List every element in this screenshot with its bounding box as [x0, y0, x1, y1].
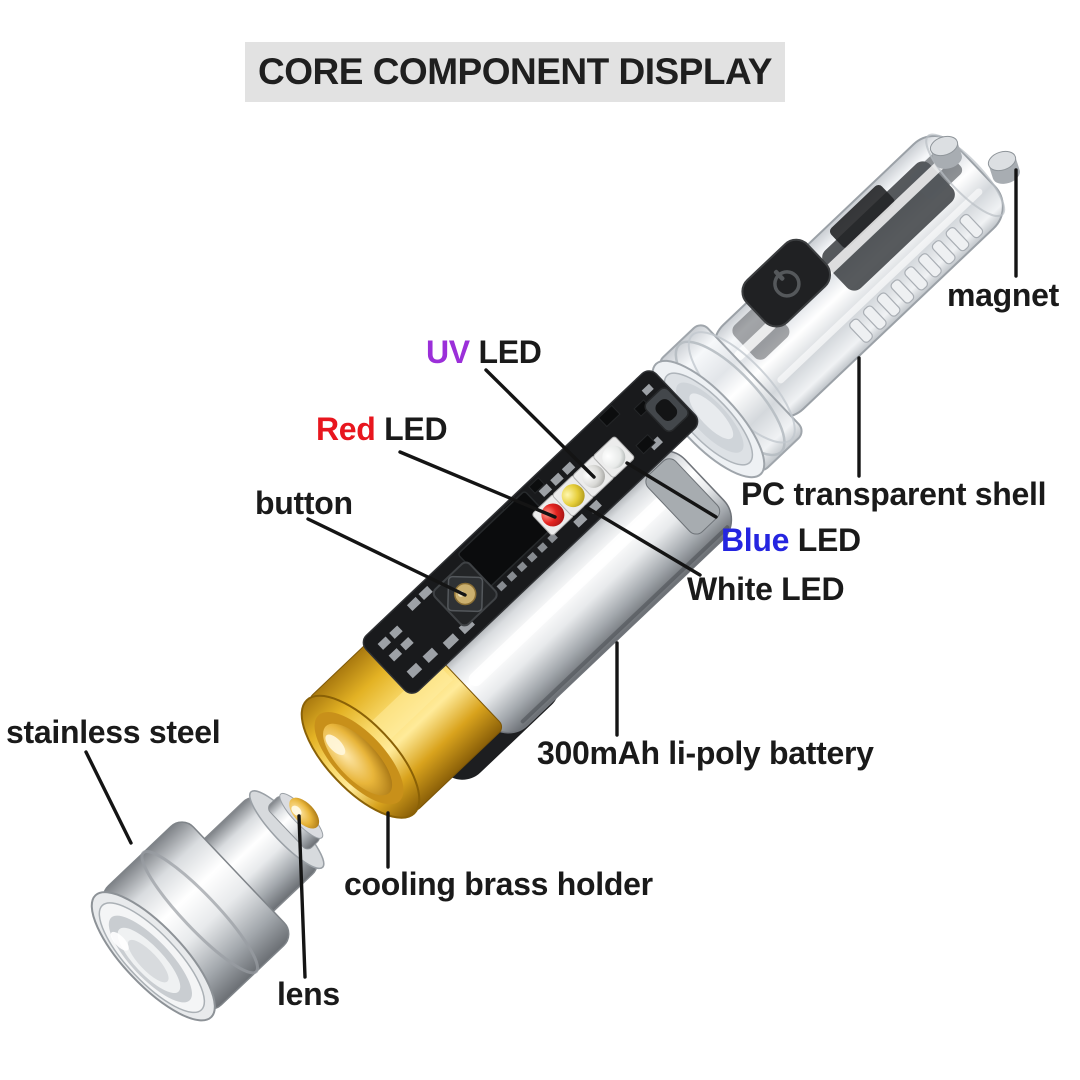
blue-led-rest: LED [789, 522, 861, 558]
red-led-rest: LED [375, 411, 448, 447]
label-red-led: Red LED [316, 411, 448, 447]
label-blue-led: Blue LED [721, 522, 861, 558]
red-word: Red [316, 411, 376, 447]
power-symbol-icon [773, 269, 801, 298]
label-brass-holder: cooling brass holder [344, 866, 653, 902]
leader-lines [84, 168, 1018, 979]
label-battery: 300mAh li-poly battery [537, 735, 874, 771]
blue-led-leader-line [625, 461, 718, 519]
uv-word: UV [426, 334, 470, 370]
brass-holder-graphic [300, 616, 503, 819]
uv-led-rest: LED [469, 334, 542, 370]
blue-word: Blue [721, 522, 790, 558]
pcb-pads [377, 383, 663, 679]
title-banner: CORE COMPONENT DISPLAY [245, 42, 785, 102]
lens-leader-line [297, 814, 307, 979]
label-uv-led: UV LED [426, 334, 542, 370]
label-button: button [255, 485, 353, 521]
power-button-graphic [741, 238, 832, 328]
uv-led-leader-line [484, 368, 596, 479]
core-assembly-graphic [300, 370, 733, 819]
label-white-led: White LED [687, 571, 845, 607]
label-magnet: magnet [947, 277, 1059, 313]
label-pc-shell: PC transparent shell [741, 476, 1047, 512]
transparent-shell-graphic [651, 133, 1006, 479]
usb-port-graphic [644, 387, 689, 433]
red-led-leader-line [398, 450, 557, 519]
label-stainless-steel: stainless steel [6, 714, 221, 750]
blue-led-graphic [593, 436, 635, 478]
shell-clip-ribs [849, 213, 984, 343]
steel-bezel-graphic [90, 790, 325, 1022]
shell-inner-chip [829, 185, 895, 248]
lens-graphic [289, 797, 320, 829]
magnet-graphic [929, 135, 1020, 184]
steel-leader-line [84, 750, 133, 845]
shell-inner-board [822, 161, 955, 291]
label-lens: lens [277, 976, 340, 1012]
white-led-leader-line [584, 505, 702, 577]
button-leader-line [306, 517, 467, 597]
